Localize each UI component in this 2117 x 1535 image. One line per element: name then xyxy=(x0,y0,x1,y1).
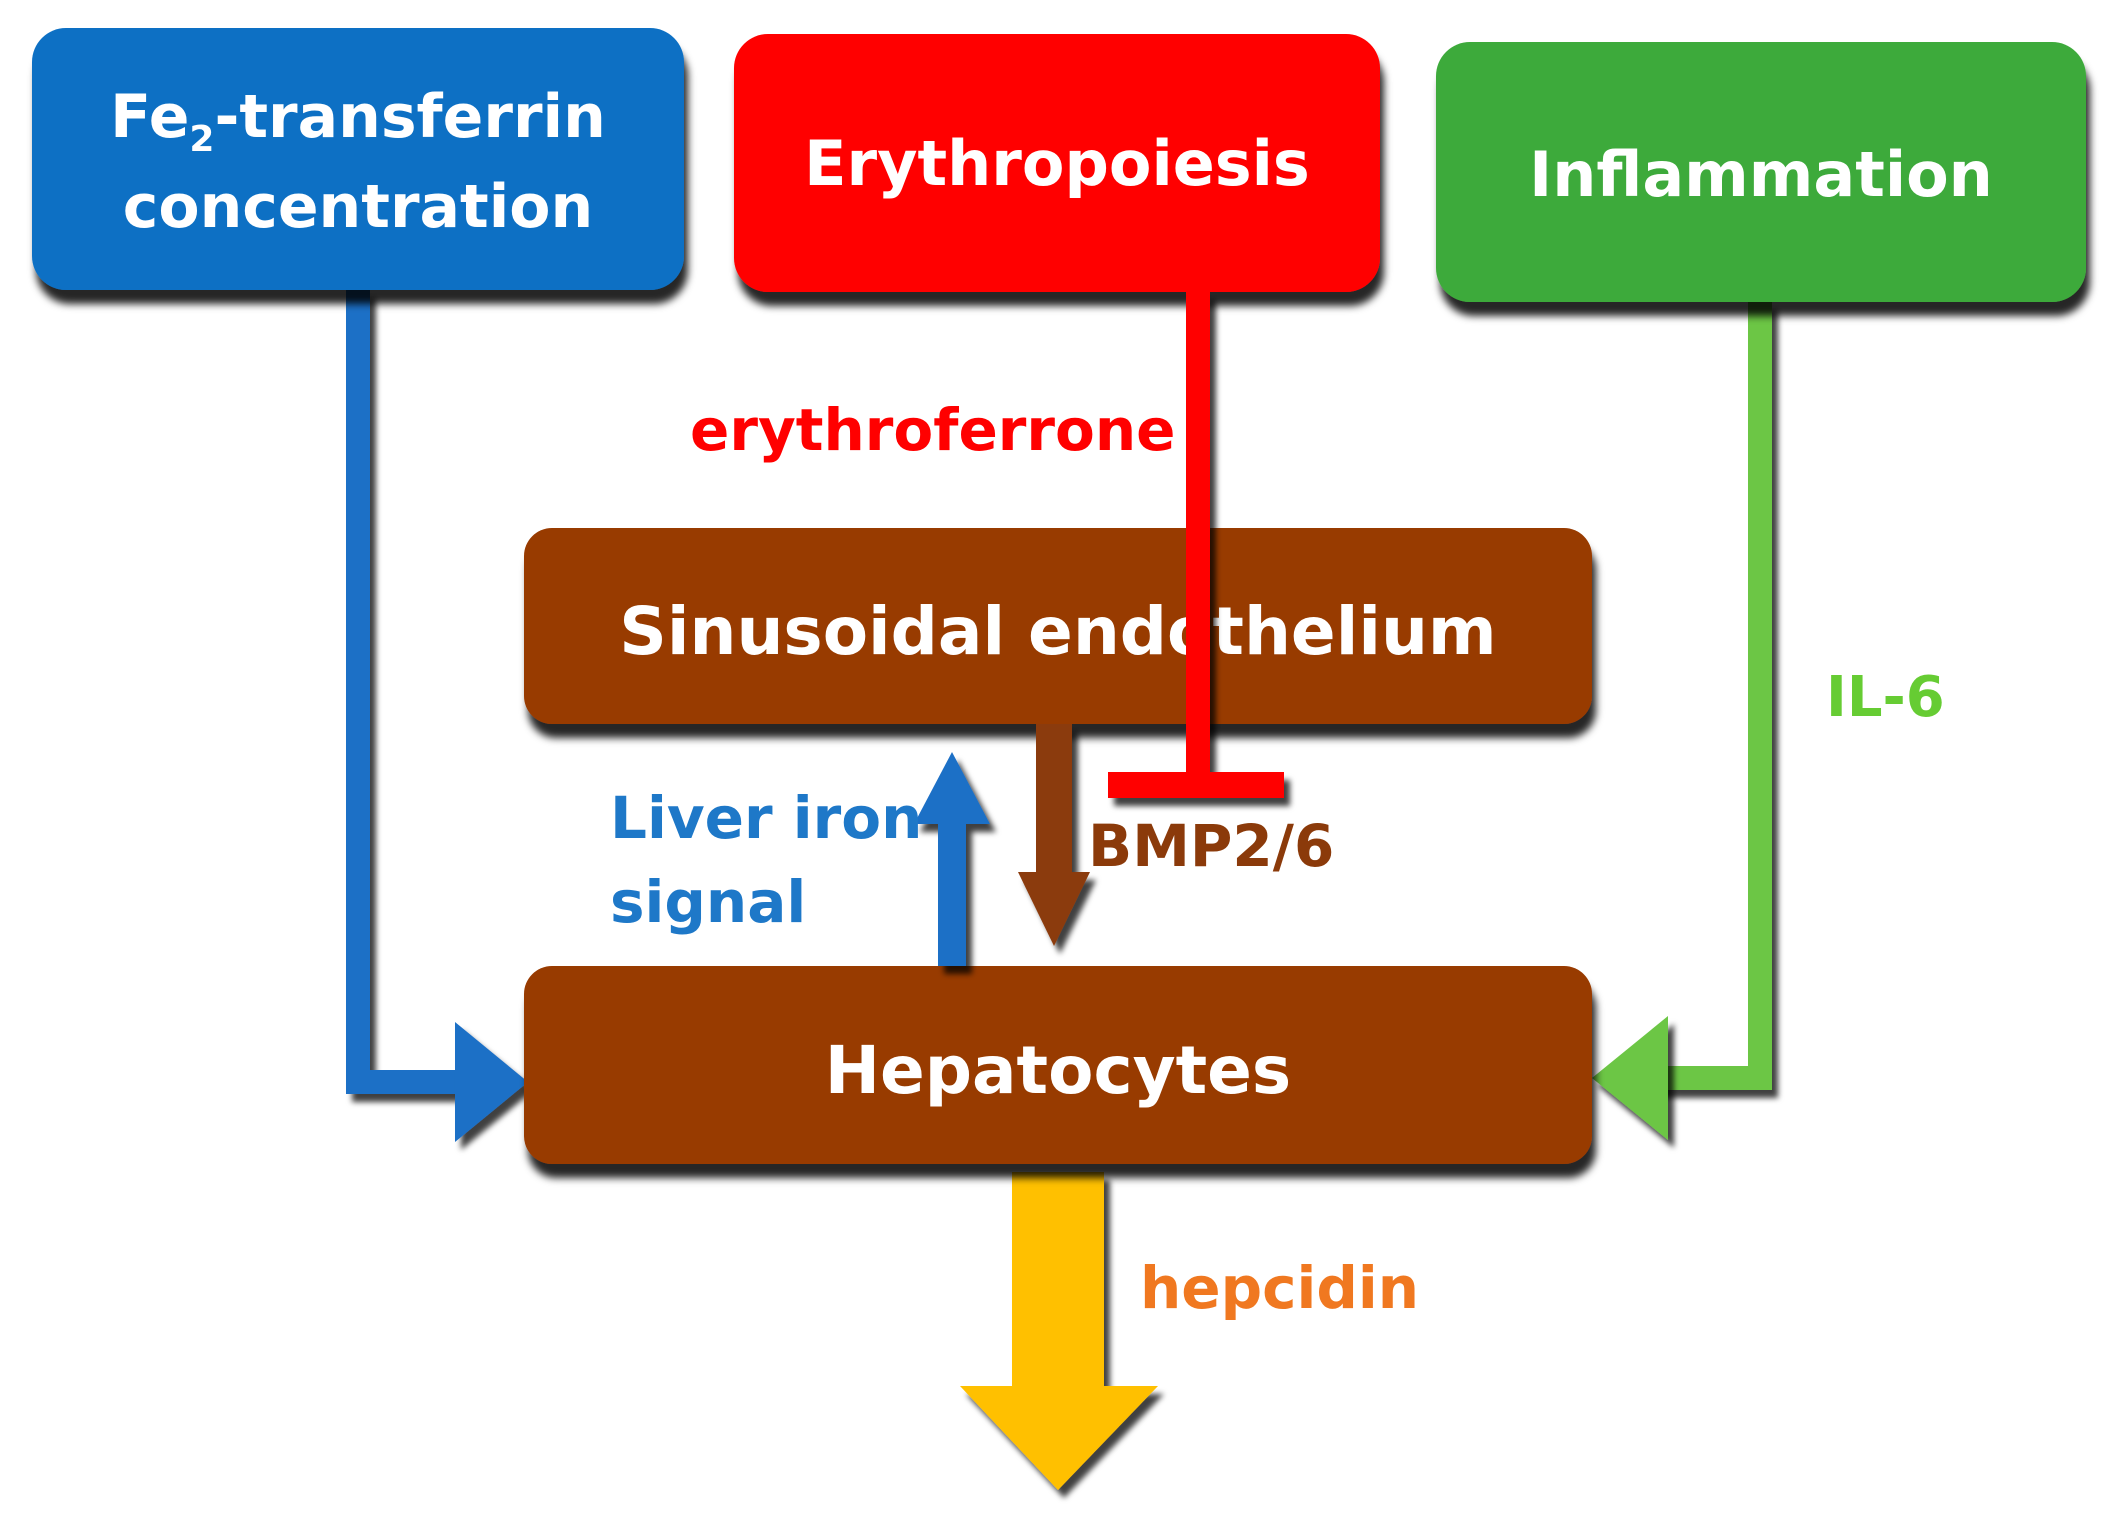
fe-transferrin-subscript: 2 xyxy=(189,119,214,160)
sinusoidal-endothelium-label: Sinusoidal endothelium xyxy=(619,593,1496,670)
inflammation-arrowhead xyxy=(1592,1016,1668,1140)
bmp-down-arrow xyxy=(1018,724,1090,946)
hepcidin-output-arrow xyxy=(960,1172,1158,1490)
liver-iron-up-arrow xyxy=(914,752,990,966)
il6-label: IL-6 xyxy=(1826,665,1945,730)
inflammation-box: Inflammation xyxy=(1436,42,2086,302)
transferrin-to-hepatocytes-connector xyxy=(346,290,470,1094)
fe-transferrin-suffix: -transferrin xyxy=(214,82,605,152)
inflammation-to-hepatocytes-connector xyxy=(1652,302,1772,1090)
hepatocytes-box: Hepatocytes xyxy=(524,966,1592,1164)
erythroferrone-inhibition xyxy=(1108,292,1284,798)
fe-transferrin-line2: concentration xyxy=(123,172,593,242)
erythropoiesis-box: Erythropoiesis xyxy=(734,34,1380,292)
fe-transferrin-prefix: Fe xyxy=(110,82,189,152)
transferrin-arrowhead xyxy=(455,1022,528,1142)
svg-text:Fe2-transferrin: Fe2-transferrin xyxy=(110,82,606,160)
hepatocytes-label: Hepatocytes xyxy=(825,1032,1291,1109)
bmp-label: BMP2/6 xyxy=(1088,812,1334,880)
liver-iron-label-line2: signal xyxy=(610,868,806,936)
fe-transferrin-box: Fe2-transferrin concentration xyxy=(32,28,684,290)
liver-iron-label-line1: Liver iron xyxy=(610,784,922,852)
hepcidin-label: hepcidin xyxy=(1140,1254,1419,1322)
sinusoidal-endothelium-box: Sinusoidal endothelium xyxy=(524,528,1592,724)
erythropoiesis-label: Erythropoiesis xyxy=(804,127,1310,200)
inflammation-label: Inflammation xyxy=(1529,138,1993,211)
erythroferrone-label: erythroferrone xyxy=(690,396,1175,464)
